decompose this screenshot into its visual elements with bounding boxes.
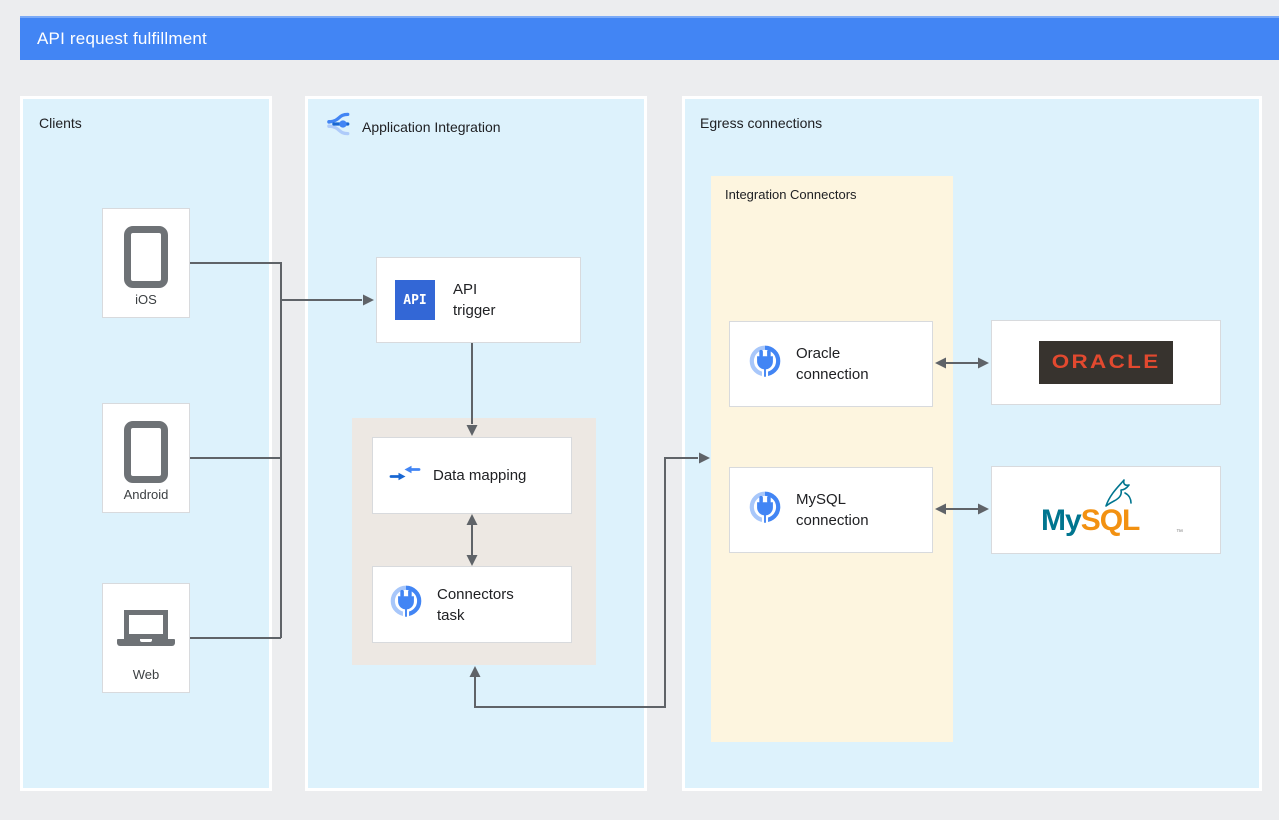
egress-panel-label: Egress connections <box>700 115 823 131</box>
client-node-label: Android <box>123 487 169 502</box>
diagram-title: API request fulfillment <box>37 29 207 48</box>
connectors-plug-icon <box>746 343 784 386</box>
mysql-trademark: ™ <box>1176 529 1183 536</box>
client-node-label: Web <box>132 667 160 682</box>
oracle-database-node: ORACLE <box>991 320 1221 405</box>
connectors-plug-icon <box>387 583 425 626</box>
api-trigger-node: API API trigger <box>376 257 581 343</box>
data-mapping-node: Data mapping <box>372 437 572 514</box>
api-trigger-label: API trigger <box>453 281 496 319</box>
oracle-logo: ORACLE <box>1039 341 1173 384</box>
client-node-android: Android <box>102 403 190 513</box>
client-node-ios: iOS <box>102 208 190 318</box>
data-mapping-label: Data mapping <box>433 467 527 484</box>
mysql-dolphin-icon <box>1099 476 1139 515</box>
oracle-logo-text: ORACLE <box>1051 351 1161 373</box>
connectors-task-node: Connectors task <box>372 566 572 643</box>
phone-icon <box>124 226 168 288</box>
mysql-logo-text: MySQL <box>1041 504 1140 537</box>
mysql-database-node: MySQL ™ <box>991 466 1221 554</box>
client-node-label: iOS <box>135 292 157 307</box>
connectors-task-label: Connectors task <box>437 585 514 624</box>
data-mapping-icon <box>389 462 421 489</box>
integration-connectors-group: Integration Connectors <box>711 176 953 742</box>
mysql-connection-label: MySQL connection <box>796 491 869 529</box>
connectors-plug-icon <box>746 489 784 532</box>
api-badge-icon: API <box>395 280 435 320</box>
clients-panel-label: Clients <box>39 115 82 131</box>
application-integration-panel-label: Application Integration <box>362 118 501 135</box>
oracle-connection-label: Oracle connection <box>796 345 869 383</box>
application-integration-icon <box>321 109 351 144</box>
laptop-icon <box>117 610 175 646</box>
diagram-title-bar: API request fulfillment <box>20 16 1279 60</box>
oracle-connection-node: Oracle connection <box>729 321 933 407</box>
mysql-logo: MySQL ™ <box>1041 476 1183 542</box>
client-node-web: Web <box>102 583 190 693</box>
mysql-connection-node: MySQL connection <box>729 467 933 553</box>
integration-connectors-label: Integration Connectors <box>725 187 857 202</box>
phone-icon <box>124 421 168 483</box>
